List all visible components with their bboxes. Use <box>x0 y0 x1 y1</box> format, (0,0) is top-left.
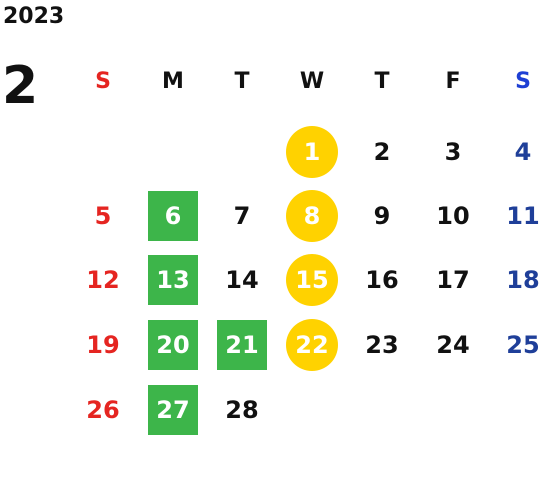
day-cell[interactable]: 27 <box>138 385 208 435</box>
day-cell[interactable]: 4 <box>488 127 548 177</box>
weekday-header-tue: T <box>234 68 250 94</box>
day-number: 28 <box>225 396 259 424</box>
highlight-square <box>148 191 198 241</box>
highlight-square <box>148 320 198 370</box>
highlight-square <box>217 320 267 370</box>
day-number: 8 <box>303 202 321 230</box>
weekday-header-fri: F <box>445 68 461 94</box>
day-cell[interactable]: 1 <box>277 126 347 178</box>
day-cell[interactable]: 22 <box>277 319 347 371</box>
day-cell[interactable]: 5 <box>68 191 138 241</box>
day-number: 10 <box>436 202 470 230</box>
day-number: 1 <box>303 138 321 166</box>
weekday-header-wed: W <box>299 68 325 94</box>
day-cell[interactable]: 13 <box>138 255 208 305</box>
day-number: 23 <box>365 331 399 359</box>
day-number: 7 <box>233 202 251 230</box>
day-number: 17 <box>436 266 470 294</box>
day-number: 6 <box>164 202 182 230</box>
day-cell[interactable]: 21 <box>207 320 277 370</box>
weekday-header-mon: M <box>162 68 184 94</box>
day-cell[interactable]: 24 <box>418 320 488 370</box>
day-number: 11 <box>506 202 540 230</box>
day-number: 13 <box>156 266 190 294</box>
day-number: 3 <box>444 138 462 166</box>
day-cell[interactable]: 8 <box>277 190 347 242</box>
day-number: 9 <box>373 202 391 230</box>
highlight-square <box>148 385 198 435</box>
day-number: 20 <box>156 331 190 359</box>
day-number: 18 <box>506 266 540 294</box>
day-cell[interactable]: 20 <box>138 320 208 370</box>
day-cell[interactable]: 28 <box>207 385 277 435</box>
highlight-square <box>148 255 198 305</box>
day-number: 25 <box>506 331 540 359</box>
day-cell[interactable]: 9 <box>347 191 417 241</box>
day-number: 24 <box>436 331 470 359</box>
day-cell[interactable]: 6 <box>138 191 208 241</box>
day-cell[interactable]: 19 <box>68 320 138 370</box>
weekday-header-sun: S <box>95 68 111 94</box>
day-cell[interactable]: 15 <box>277 254 347 306</box>
day-cell[interactable]: 18 <box>488 255 548 305</box>
day-number: 4 <box>514 138 532 166</box>
day-cell[interactable]: 3 <box>418 127 488 177</box>
day-cell[interactable]: 16 <box>347 255 417 305</box>
day-number: 12 <box>86 266 120 294</box>
day-number: 27 <box>156 396 190 424</box>
highlight-circle <box>286 190 338 242</box>
day-number: 5 <box>94 202 112 230</box>
weekday-header-thu: T <box>374 68 390 94</box>
day-number: 26 <box>86 396 120 424</box>
day-cell[interactable]: 2 <box>347 127 417 177</box>
month-number: 2 <box>2 56 39 116</box>
day-number: 19 <box>86 331 120 359</box>
day-cell[interactable]: 12 <box>68 255 138 305</box>
day-number: 14 <box>225 266 259 294</box>
day-number: 22 <box>295 331 329 359</box>
day-cell[interactable]: 11 <box>488 191 548 241</box>
day-number: 21 <box>225 331 259 359</box>
day-cell[interactable]: 10 <box>418 191 488 241</box>
day-cell[interactable]: 26 <box>68 385 138 435</box>
weekday-header-sat: S <box>515 68 531 94</box>
day-cell[interactable]: 23 <box>347 320 417 370</box>
year-label: 2023 <box>3 4 65 29</box>
day-cell[interactable]: 7 <box>207 191 277 241</box>
day-number: 16 <box>365 266 399 294</box>
day-cell[interactable]: 14 <box>207 255 277 305</box>
highlight-circle <box>286 126 338 178</box>
day-number: 15 <box>295 266 329 294</box>
day-cell[interactable]: 25 <box>488 320 548 370</box>
highlight-circle <box>286 254 338 306</box>
day-cell[interactable]: 17 <box>418 255 488 305</box>
highlight-circle <box>286 319 338 371</box>
day-number: 2 <box>373 138 391 166</box>
